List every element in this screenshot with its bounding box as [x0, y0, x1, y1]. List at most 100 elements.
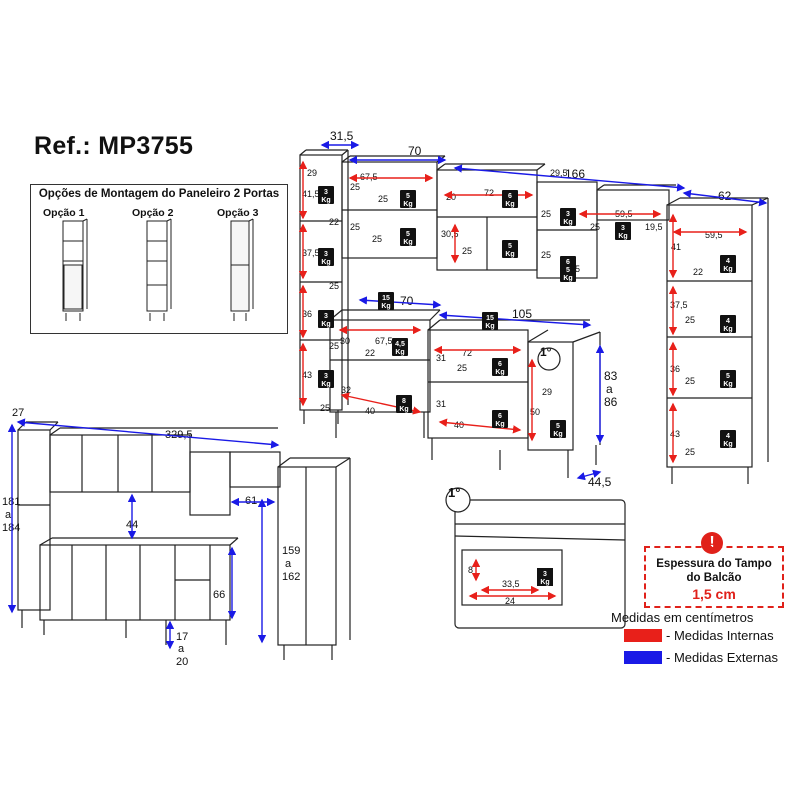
- weight-block: [720, 370, 736, 388]
- weight-marker-22: 5Kg: [560, 264, 576, 282]
- weight-block: [720, 430, 736, 448]
- weight-block: [560, 208, 576, 226]
- option-label-2: Opção 2: [132, 207, 174, 219]
- front-external-dim-4: 184: [2, 522, 20, 534]
- weight-unit: Kg: [723, 441, 732, 448]
- weight-value: 3: [324, 251, 328, 258]
- weight-unit: Kg: [723, 381, 732, 388]
- top-external-dim-6: 83: [604, 369, 618, 383]
- right-internal-dim-5: 36: [670, 364, 680, 374]
- detail-dim-0: 8: [468, 565, 473, 575]
- weight-value: 3: [324, 373, 328, 380]
- weight-block: [392, 338, 408, 356]
- right-internal-dim-7: 43: [670, 429, 680, 439]
- weight-unit: Kg: [563, 275, 572, 282]
- upper-internal-dim-10: 29,5: [550, 168, 568, 178]
- weight-value: 15: [486, 315, 494, 322]
- legend-caption: Medidas em centímetros: [611, 610, 754, 625]
- option-label-3: Opção 3: [217, 207, 259, 219]
- weight-block: [720, 255, 736, 273]
- upper-internal-dim-14: 25: [590, 222, 600, 232]
- top-external-dim-9: 44,5: [588, 475, 612, 489]
- weight-value: 5: [556, 423, 560, 430]
- right-internal-dim-4: 25: [685, 315, 695, 325]
- left-internal-dim-1: 41,5: [302, 189, 320, 199]
- weight-block: [492, 410, 508, 428]
- weight-marker-18: 6Kg: [492, 410, 508, 428]
- weight-value: 6: [508, 193, 512, 200]
- front-external-dim-13: 20: [176, 656, 188, 668]
- lower-internal-dim-3: 32: [341, 385, 351, 395]
- weight-marker-8: 4Kg: [720, 255, 736, 273]
- weight-block: [502, 190, 518, 208]
- option-1-drawing: [62, 218, 88, 321]
- weight-unit: Kg: [505, 251, 514, 258]
- front-external-dim-3: a: [5, 509, 12, 521]
- top-external-dim-4: 70: [400, 294, 414, 308]
- weight-value: 4: [726, 258, 730, 265]
- weight-marker-12: 3Kg: [318, 370, 334, 388]
- weight-unit: Kg: [485, 323, 494, 330]
- warning-icon: !: [701, 532, 723, 554]
- right-internal-dim-8: 25: [685, 447, 695, 457]
- front-external-dim-2: 181: [2, 496, 20, 508]
- weight-marker-5: 5Kg: [502, 240, 518, 258]
- front-external-dim-9: 162: [282, 571, 300, 583]
- weight-block: [492, 358, 508, 376]
- right-internal-dim-6: 25: [685, 376, 695, 386]
- weight-block: [318, 186, 334, 204]
- weight-marker-7: 3Kg: [615, 222, 631, 240]
- lower-internal-dim-11: 29: [542, 387, 552, 397]
- weight-marker-11: 4Kg: [720, 315, 736, 333]
- weight-unit: Kg: [495, 369, 504, 376]
- weight-markers: 3Kg5Kg6Kg3Kg5Kg5Kg6Kg3Kg4Kg3Kg3Kg4Kg3Kg1…: [318, 186, 736, 586]
- external-swatch: [624, 651, 662, 664]
- weight-marker-3: 3Kg: [560, 208, 576, 226]
- upper-internal-dim-8: 25: [462, 246, 472, 256]
- option-label-1: Opção 1: [43, 207, 85, 219]
- weight-block: [550, 420, 566, 438]
- weight-value: 5: [406, 193, 410, 200]
- weight-block: [537, 568, 553, 586]
- left-internal-dim-6: 25: [329, 341, 339, 351]
- upper-internal-dim-4: 25: [372, 234, 382, 244]
- countertop-value: 1,5 cm: [692, 586, 736, 602]
- weight-unit: Kg: [321, 259, 330, 266]
- front-external-dim-0: 27: [12, 407, 24, 419]
- weight-marker-1: 5Kg: [400, 190, 416, 208]
- weight-value: 6: [498, 413, 502, 420]
- weight-block: [378, 292, 394, 310]
- dim-line-70-lower: [358, 296, 442, 309]
- left-internal-dim-4: 25: [329, 281, 339, 291]
- weight-unit: Kg: [723, 326, 732, 333]
- weight-block: [400, 228, 416, 246]
- front-external-dim-8: a: [285, 558, 292, 570]
- upper-internal-dim-0: 67,5: [360, 172, 378, 182]
- detail-weight-marker: 3Kg: [537, 568, 553, 586]
- weight-marker-10: 3Kg: [318, 310, 334, 328]
- upper-internal-dim-6: 20: [446, 192, 456, 202]
- weight-block: [720, 315, 736, 333]
- legend-internal: - Medidas Internas: [624, 628, 774, 643]
- lower-internal-dim-5: 31: [436, 353, 446, 363]
- lower-internal-dim-2: 22: [365, 348, 375, 358]
- weight-value: 4,5: [395, 341, 405, 348]
- dim-line-62: [682, 189, 768, 207]
- weight-unit: Kg: [618, 233, 627, 240]
- left-internal-dim-8: 25: [320, 403, 330, 413]
- front-external-dim-7: 159: [282, 545, 300, 557]
- weight-value: 4: [726, 433, 730, 440]
- lower-internal-dim-4: 40: [365, 406, 375, 416]
- left-internal-dim-2: 22: [329, 217, 339, 227]
- dimension-labels: 31,570166627010583a8644,52941,52237,5253…: [2, 129, 768, 668]
- weight-value: 5: [406, 231, 410, 238]
- weight-value: 8: [402, 398, 406, 405]
- weight-unit: Kg: [553, 431, 562, 438]
- weight-unit: Kg: [321, 321, 330, 328]
- left-internal-dim-0: 29: [307, 168, 317, 178]
- top-external-dim-0: 31,5: [330, 129, 354, 143]
- detail-dim-2: 24: [505, 596, 515, 606]
- dim-lower-40-b: [438, 418, 522, 434]
- upper-internal-dim-7: 30,5: [441, 229, 459, 239]
- top-external-dim-3: 62: [718, 189, 732, 203]
